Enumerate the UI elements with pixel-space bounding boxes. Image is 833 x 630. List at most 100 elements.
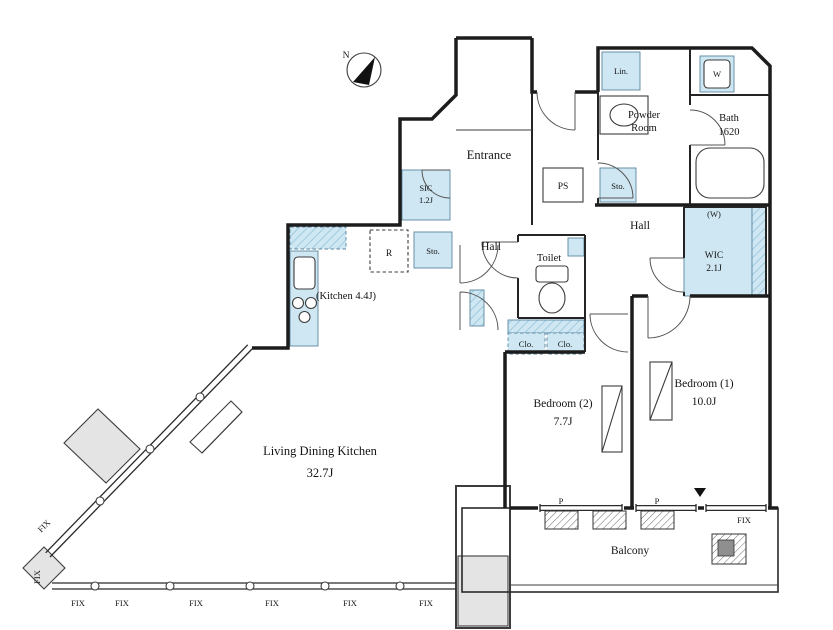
window-mullion bbox=[145, 444, 155, 454]
partition-marker-triangle bbox=[694, 488, 706, 497]
label-wic-w: (W) bbox=[707, 209, 721, 219]
wall-entrance-right bbox=[530, 38, 537, 94]
pipe-shaft-hatch bbox=[469, 289, 485, 327]
room-labels: Entrance PS Sto. Lin. W Powder Room Bath… bbox=[263, 66, 740, 557]
bedroom1-window bbox=[635, 504, 697, 512]
label-wic-size: 2.1J bbox=[706, 264, 722, 274]
door-leaf-diagonal bbox=[649, 361, 673, 421]
stove-burner bbox=[291, 296, 305, 310]
pillar-block-center-gray bbox=[457, 555, 509, 627]
label-lin: Lin. bbox=[614, 66, 628, 76]
outdoor-unit-inner bbox=[717, 539, 735, 557]
door-leaf-diagonal bbox=[601, 385, 623, 453]
label-wic: WIC bbox=[705, 251, 723, 261]
label-sic: SIC bbox=[419, 183, 433, 193]
ldk-double-door-upper bbox=[459, 244, 499, 284]
label-fridge: R bbox=[386, 249, 393, 259]
wall-wic bbox=[683, 206, 767, 296]
kitchen-sink bbox=[293, 256, 316, 290]
label-ps: PS bbox=[558, 182, 569, 192]
balcony-outline bbox=[461, 507, 779, 593]
label-powder-room-2: Room bbox=[631, 123, 657, 134]
refrigerator-box bbox=[369, 229, 409, 273]
toilet-basin bbox=[567, 237, 585, 257]
label-toilet: Toilet bbox=[537, 253, 561, 264]
toilet-door-swing bbox=[481, 241, 519, 279]
pillar-diagonal bbox=[63, 408, 141, 484]
stove-burner bbox=[304, 296, 318, 310]
bathtub bbox=[695, 147, 765, 199]
wall-bath bbox=[689, 94, 770, 205]
window-mullion bbox=[90, 581, 100, 591]
closet-right-area bbox=[546, 332, 585, 355]
fix-label-left: FIX bbox=[32, 570, 42, 584]
bath-door-swing bbox=[689, 109, 726, 146]
bedroom2-window bbox=[539, 504, 623, 512]
fix-labels: FIX FIX FIX FIX FIX FIX FIX FIX FIX bbox=[32, 515, 751, 608]
doors bbox=[421, 91, 726, 353]
window-mask-3 bbox=[704, 503, 768, 513]
toilet-tank bbox=[535, 265, 569, 283]
label-hall-right: Hall bbox=[630, 220, 650, 232]
wic-door-swing bbox=[649, 257, 685, 293]
fix-label-bottom-5: FIX bbox=[343, 598, 357, 608]
vent-louver-box bbox=[544, 510, 579, 530]
ldk-double-door-lower bbox=[459, 291, 499, 331]
window-mullion bbox=[245, 581, 255, 591]
label-bedroom1: Bedroom (1) bbox=[674, 378, 733, 390]
pillar-corner bbox=[22, 546, 66, 590]
label-bedroom2-size: 7.7J bbox=[554, 416, 573, 428]
label-bath: Bath bbox=[719, 113, 740, 124]
fix-label-bottom-1: FIX bbox=[71, 598, 85, 608]
label-hall-left: Hall bbox=[481, 241, 501, 253]
bedroom1-door-swing bbox=[647, 295, 691, 339]
ldk-fix-window-band bbox=[52, 582, 456, 590]
label-ldk-size: 32.7J bbox=[307, 466, 334, 480]
vent-louver-box bbox=[592, 510, 627, 530]
label-clo-left: Clo. bbox=[519, 339, 533, 349]
closet-hatch-band bbox=[507, 319, 585, 334]
fix-label-bottom-2: FIX bbox=[115, 598, 129, 608]
label-p-right: P bbox=[655, 496, 660, 506]
pipe-space-box bbox=[542, 167, 584, 203]
storage-mid-area bbox=[413, 231, 453, 269]
wall-west bbox=[252, 38, 458, 350]
window-mullion bbox=[195, 392, 205, 402]
wic-duct-hatch bbox=[751, 206, 767, 297]
fix-label-balcony-right: FIX bbox=[737, 515, 751, 525]
compass-needle bbox=[353, 57, 375, 85]
stove-burner bbox=[298, 310, 311, 324]
linen-closet-area bbox=[601, 51, 641, 91]
windows-layer bbox=[45, 344, 768, 591]
label-bedroom2: Bedroom (2) bbox=[533, 398, 592, 410]
kitchen-cabinet-hatch bbox=[289, 226, 347, 250]
label-bath-size: 1620 bbox=[719, 127, 740, 138]
wall-toilet bbox=[517, 234, 586, 352]
window-mullion bbox=[395, 581, 405, 591]
sic-door-swing bbox=[421, 169, 451, 199]
label-sto-mid: Sto. bbox=[426, 246, 439, 256]
label-washer: W bbox=[713, 69, 721, 79]
fixtures bbox=[189, 95, 765, 530]
washer-symbol bbox=[703, 59, 731, 89]
label-ldk: Living Dining Kitchen bbox=[263, 444, 378, 458]
toilet-bowl bbox=[538, 282, 566, 314]
label-p-left: P bbox=[559, 496, 564, 506]
balcony-fix-window bbox=[705, 504, 767, 512]
vanity-sink bbox=[609, 103, 639, 127]
fix-label-bottom-3: FIX bbox=[189, 598, 203, 608]
entrance-door-swing bbox=[536, 91, 576, 131]
fix-label-diagonal: FIX bbox=[35, 518, 52, 535]
closet-left-area bbox=[507, 332, 546, 355]
window-mask-1 bbox=[538, 503, 624, 513]
compass-circle bbox=[346, 52, 382, 88]
label-balcony: Balcony bbox=[611, 545, 650, 557]
label-clo-right: Clo. bbox=[558, 339, 572, 349]
sic-area bbox=[401, 169, 451, 221]
window-mullion bbox=[320, 581, 330, 591]
window-mask-2 bbox=[634, 503, 698, 513]
vent-louver-box bbox=[640, 510, 675, 530]
window-mullion bbox=[165, 581, 175, 591]
storage-upper-area bbox=[599, 167, 637, 203]
